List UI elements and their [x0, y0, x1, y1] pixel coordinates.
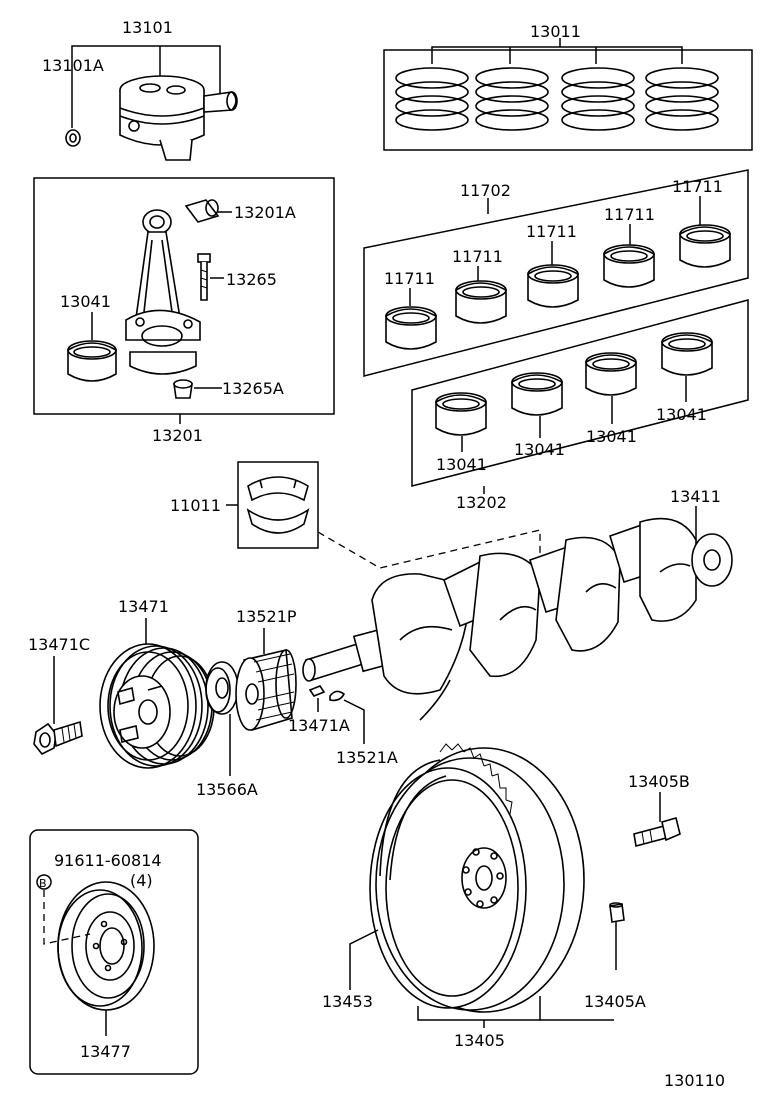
label-13521P: 13521P — [236, 607, 297, 626]
label-13405B: 13405B — [628, 772, 690, 791]
flywheel-part — [369, 743, 585, 1013]
rod-bearing-part — [67, 340, 117, 382]
thrust-washer-part — [246, 476, 310, 534]
label-circle-b: B — [39, 877, 47, 890]
label-13041-c: 13041 — [586, 427, 637, 446]
label-13471A: 13471A — [288, 716, 350, 735]
label-11011: 11011 — [170, 496, 221, 515]
main-bearing-upper-parts — [385, 224, 731, 350]
thrust-washer-dashed-leader — [317, 529, 541, 574]
timing-gear-part — [235, 649, 297, 732]
label-13041-rod: 13041 — [60, 292, 111, 311]
drive-plate-part — [57, 881, 155, 1011]
label-91611: 91611-60814 — [54, 851, 162, 870]
label-13477: 13477 — [80, 1042, 131, 1061]
thrust-washer-box — [237, 461, 319, 549]
label-13201: 13201 — [152, 426, 203, 445]
circle-b-marker — [36, 874, 52, 890]
label-13041-b: 13041 — [514, 440, 565, 459]
snap-ring-part — [65, 129, 81, 147]
label-11702: 11702 — [460, 181, 511, 200]
leader-13521A — [343, 699, 365, 744]
pin-13405A-part — [609, 902, 625, 923]
label-13101A: 13101A — [42, 56, 104, 75]
main-bearing-upper-box — [363, 169, 749, 377]
drive-plate-box — [29, 829, 199, 1075]
label-13265: 13265 — [226, 270, 277, 289]
label-13265A: 13265A — [222, 379, 284, 398]
key-13521A-part — [329, 690, 346, 702]
label-13405: 13405 — [454, 1031, 505, 1050]
label-13411: 13411 — [670, 487, 721, 506]
label-13041-d: 13041 — [656, 405, 707, 424]
label-11711-a: 11711 — [384, 269, 435, 288]
label-13471: 13471 — [118, 597, 169, 616]
label-11711-b: 11711 — [452, 247, 503, 266]
label-13011: 13011 — [530, 22, 581, 41]
key-13471A-part — [308, 685, 326, 697]
drive-plate-dashed-leader — [43, 890, 91, 945]
main-bearing-lower-parts — [435, 332, 713, 436]
rod-nut-part — [173, 379, 193, 399]
main-bearing-lower-box — [411, 299, 749, 487]
diagram-code: 130110 — [664, 1071, 725, 1090]
label-13041-a: 13041 — [436, 455, 487, 474]
label-13405A: 13405A — [584, 992, 646, 1011]
label-11711-e: 11711 — [672, 177, 723, 196]
label-11711-d: 11711 — [604, 205, 655, 224]
piston-ring-box — [383, 49, 753, 151]
label-13201A: 13201A — [234, 203, 296, 222]
label-13471C: 13471C — [28, 635, 90, 654]
label-13453: 13453 — [322, 992, 373, 1011]
label-13566A: 13566A — [196, 780, 258, 799]
leader-13011 — [431, 46, 683, 64]
label-13101: 13101 — [122, 18, 173, 37]
rod-bolt-part — [197, 253, 211, 301]
washer-part — [205, 661, 239, 715]
piston-rings-part — [395, 67, 719, 131]
piston-part — [119, 75, 238, 161]
bushing-part — [184, 199, 220, 223]
crankshaft-part — [302, 517, 733, 721]
leader-13405 — [417, 996, 541, 1021]
leader-13101 — [71, 45, 221, 128]
pulley-bolt-part — [33, 720, 83, 756]
connecting-rod-box — [33, 177, 335, 415]
bolt-13405B-part — [633, 817, 681, 847]
label-quantity: (4) — [130, 871, 153, 890]
pulley-part — [99, 643, 215, 769]
label-13202: 13202 — [456, 493, 507, 512]
connecting-rod-part — [125, 209, 201, 375]
label-11711-c: 11711 — [526, 222, 577, 241]
label-13521A: 13521A — [336, 748, 398, 767]
leader-13453 — [349, 929, 379, 990]
